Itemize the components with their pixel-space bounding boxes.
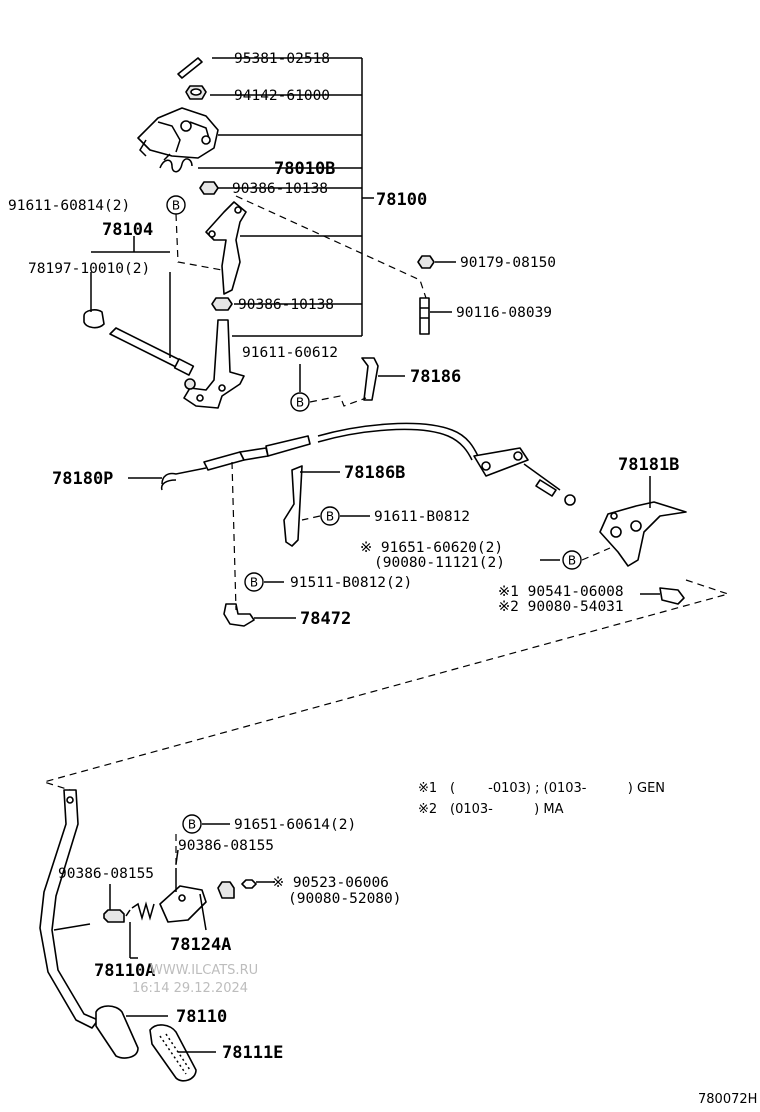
pin-95381-icon [177,57,203,79]
callout-b-4: B [562,550,582,570]
label-78197-10010[interactable]: 78197-10010(2) [28,261,150,277]
callout-b-6: B [182,814,202,834]
label-91651-60614[interactable]: 91651-60614(2) [234,817,356,833]
svg-text:B: B [250,576,258,590]
pedal-pad-78110-icon [95,1005,139,1059]
nut-90523-icon [241,879,257,889]
label-78186[interactable]: 78186 [410,367,461,387]
label-91611-B0812[interactable]: 91611-B0812 [374,509,470,525]
label-91611-60814[interactable]: 91611-60814(2) [8,198,130,214]
pedal-pad-78111E-icon [149,1024,197,1082]
pin-90116-icon [419,297,430,335]
label-90523-06006[interactable]: ※ 90523-06006 [272,875,389,891]
svg-text:B: B [326,510,334,524]
label-78180P[interactable]: 78180P [52,469,113,489]
bushing-90386-upper-icon [199,181,219,195]
note-2-text: (0103- ) MA [450,802,564,817]
lever-arm-assembly-icon [183,319,245,409]
svg-text:B: B [188,818,196,832]
svg-text:B: B [172,199,180,213]
label-78472[interactable]: 78472 [300,609,351,629]
label-90386-10138-upper[interactable]: 90386-10138 [232,181,328,197]
label-78186B[interactable]: 78186B [344,463,405,483]
callout-b-3: B [320,506,340,526]
cable-78180-icon [160,422,576,506]
note-1-mark: ※1 [418,781,437,796]
link-bracket-icon [205,201,247,295]
bracket-78186B-icon [283,465,303,547]
nut-94142-icon [185,85,207,100]
figure-code: 780072H [698,1092,757,1107]
middle-leaders [128,471,651,619]
bushing-90386-pedal-icon [103,909,125,923]
label-78010B[interactable]: 78010B [274,159,335,179]
applicability-notes: ※1 ( -0103) ; (0103- ) GEN ※2 (0103- ) M… [418,781,665,817]
bushing-90386-bracket-icon [217,881,235,899]
upper-dashed [175,195,427,407]
label-90179-08150[interactable]: 90179-08150 [460,255,556,271]
label-90116-08039[interactable]: 90116-08039 [456,305,552,321]
label-90080-11121[interactable]: (90080-11121(2) [374,555,505,571]
note-1-text: ( -0103) ; (0103- ) GEN [450,781,665,796]
label-78100[interactable]: 78100 [376,190,427,210]
svg-text:B: B [296,396,304,410]
bracket-78124A-icon [159,885,207,923]
label-78181B[interactable]: 78181B [618,455,679,475]
label-91651-60620[interactable]: ※ 91651-60620(2) [360,540,503,556]
bushing-90386-lower-icon [211,297,233,311]
label-91511-B0812[interactable]: 91511-B0812(2) [290,575,412,591]
spring-78110A-icon [125,901,155,921]
clip-90179-icon [417,255,435,269]
callout-b-5: B [244,572,264,592]
watermark: WWW.ILCATS.RU 16:14 29.12.2024 [132,963,258,996]
clamp-78472-icon [223,603,255,627]
label-90386-10138-lower[interactable]: 90386-10138 [238,297,334,313]
label-95381-02518[interactable]: 95381-02518 [234,51,330,67]
upper-leaders [90,236,456,392]
clevis-rod-78104-icon [83,309,195,376]
label-78110A[interactable]: 78110A [94,961,155,981]
label-90386-08155-pedal[interactable]: 90386-08155 [58,866,154,882]
label-78111E[interactable]: 78111E [222,1043,283,1063]
bolt-90541-icon [640,587,685,605]
pedal-lever-bracket-icon [137,107,219,159]
middle-dashed [41,461,731,791]
label-78124A[interactable]: 78124A [170,935,231,955]
svg-text:16:14 29.12.2024: 16:14 29.12.2024 [132,981,248,996]
pedal-arm-78110-icon [39,789,99,1029]
bracket-78181B-icon [599,501,687,567]
lower-leaders [109,823,274,1053]
note-2-mark: ※2 [418,802,437,817]
spring-78010B-icon [159,153,193,173]
callout-b-2: B [290,392,310,412]
assembly-bracket-78100 [198,57,374,337]
label-90386-08155-bracket[interactable]: 90386-08155 [178,838,274,854]
svg-text:WWW.ILCATS.RU: WWW.ILCATS.RU [150,963,258,978]
label-91611-60612[interactable]: 91611-60612 [242,345,338,361]
label-90080-52080[interactable]: (90080-52080) [288,891,402,907]
label-290080-54031[interactable]: ※2 90080-54031 [498,599,624,615]
label-78104[interactable]: 78104 [102,220,153,240]
label-78110[interactable]: 78110 [176,1007,227,1027]
svg-text:B: B [568,554,576,568]
label-94142-61000[interactable]: 94142-61000 [234,88,330,104]
rod-78186-icon [361,357,379,401]
label-90541-06008[interactable]: ※1 90541-06008 [498,584,624,600]
callout-b-1: B [166,195,186,215]
